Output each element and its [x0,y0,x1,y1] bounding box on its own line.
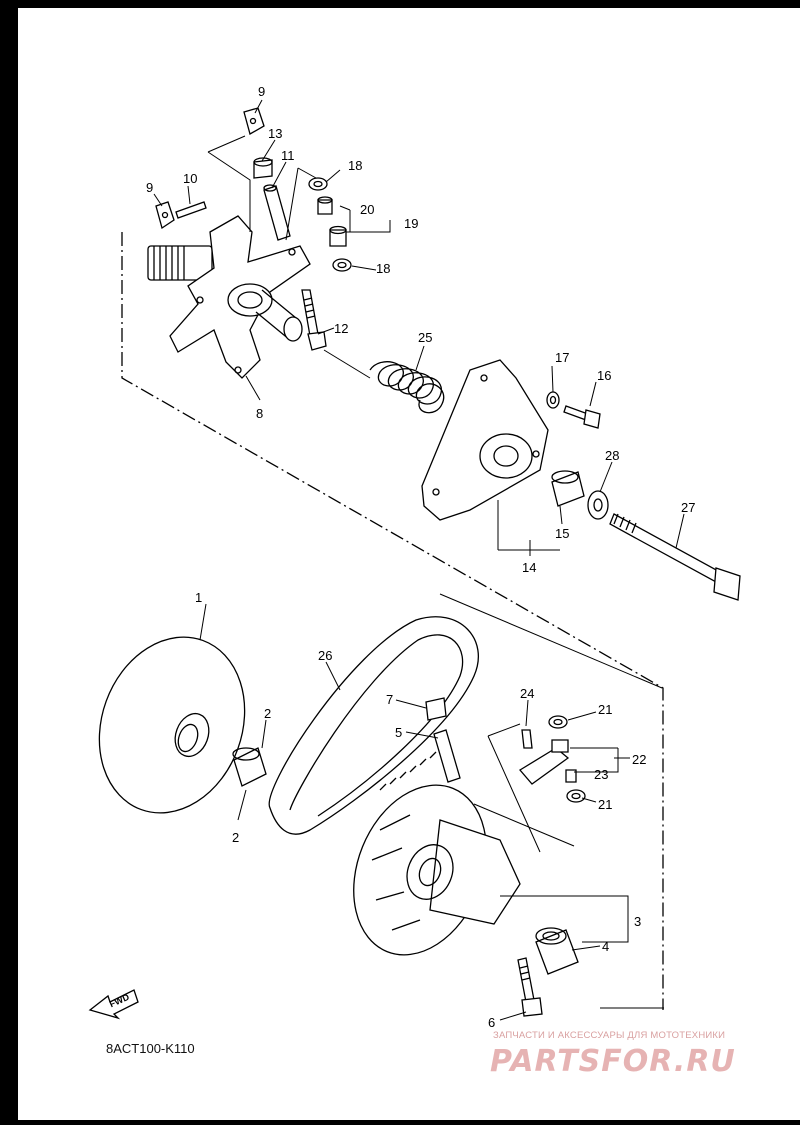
callout-label: 8 [256,406,263,421]
collar-part-13 [253,157,273,179]
washer-part-21-bottom [566,789,586,803]
callout-label: 1 [195,590,202,605]
spring-part-25 [369,361,445,414]
fwd-arrow-icon [88,989,139,1020]
callout-label: 11 [281,148,295,163]
reference-code: 8ACT100-K110 [106,1041,195,1056]
drive-belt-part-26 [268,616,479,835]
callout-label: 19 [404,216,418,231]
callout-label: 9 [146,180,153,195]
roller-part-23 [565,769,577,783]
callout-label: 18 [376,261,390,276]
callout-label: 27 [681,500,695,515]
bushing-part-4 [535,927,579,975]
callout-label: 7 [386,692,393,707]
callout-label: 3 [634,914,641,929]
weight-part-22 [519,739,570,785]
fixed-sheave-part-1 [98,636,246,814]
bushing-part-15 [551,470,585,507]
spider-hub-part-8 [147,215,311,379]
callout-label: 21 [598,702,612,717]
bushing-part-2 [232,747,267,787]
callout-label: 24 [520,686,534,701]
roller-part-20-bottom [329,225,347,247]
washer-part-18-bottom [332,258,352,272]
washer-part-18-top [308,177,328,191]
callout-label: 10 [183,171,197,186]
roller-part-20-top [317,196,333,215]
pin-part-11 [263,184,291,241]
callout-label: 28 [605,448,619,463]
spring-cover-part-14 [421,359,549,521]
bolt-part-12 [301,289,327,351]
movable-sheave-part-3 [353,784,521,956]
screw-part-24 [521,729,533,749]
callout-label: 9 [258,84,265,99]
callout-label: 2 [232,830,239,845]
slider-block-part-9-left [155,201,175,230]
bolt-part-6 [517,957,543,1017]
pin-part-10 [175,201,207,219]
callout-label: 6 [488,1015,495,1030]
washer-part-21-top [548,715,568,729]
washer-part-28 [587,490,609,520]
bolt-part-27 [609,513,741,601]
watermark-caption: ЗАПЧАСТИ И АКСЕССУАРЫ ДЛЯ МОТОТЕХНИКИ [493,1030,726,1041]
callout-label: 21 [598,797,612,812]
pin-part-5 [433,729,461,783]
callout-label: 17 [555,350,569,365]
callout-label: 22 [632,752,646,767]
exploded-parts-diagram: 9 13 11 18 9 10 20 19 18 12 25 17 16 8 2… [88,84,741,1030]
callout-label: 14 [522,560,536,575]
callout-label: 5 [395,725,402,740]
callout-label: 4 [602,939,609,954]
upper-assembly-outline [121,232,664,1010]
callout-label: 13 [268,126,282,141]
callout-label: 18 [348,158,362,173]
callout-label: 15 [555,526,569,541]
callout-label: 16 [597,368,611,383]
diagram-sheet: 9 13 11 18 9 10 20 19 18 12 25 17 16 8 2… [18,8,800,1120]
leader-lines [153,99,685,1021]
slider-block-part-9-top [243,107,265,135]
callout-label: 20 [360,202,374,217]
watermark-logo: PARTSFOR.RU [490,1044,736,1079]
bolt-part-16 [563,405,601,429]
callout-label: 12 [334,321,348,336]
callout-label: 23 [594,767,608,782]
callout-label: 25 [418,330,432,345]
washer-part-17 [546,391,560,409]
callout-label: 2 [264,706,271,721]
callout-label: 26 [318,648,332,663]
nut-part-7 [425,697,447,721]
